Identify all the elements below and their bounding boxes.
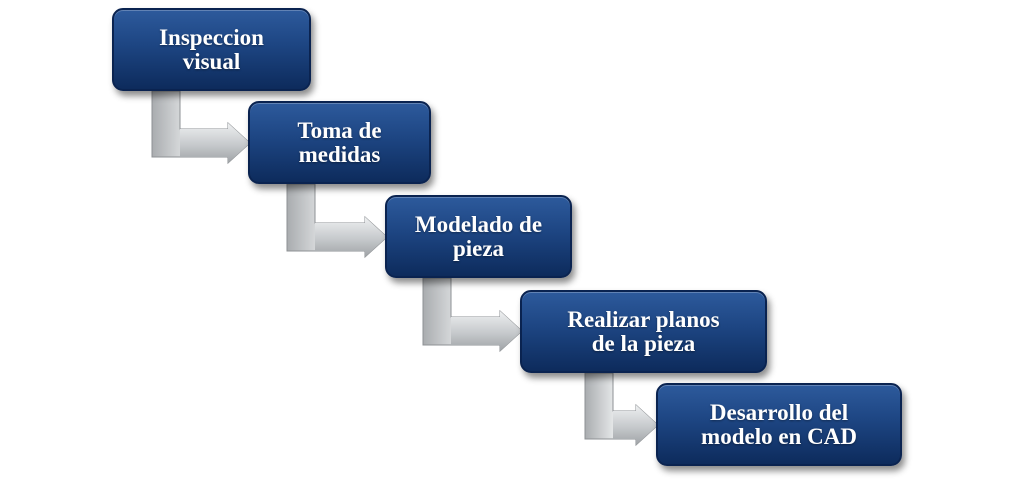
step-label: Inspeccion visual	[159, 24, 264, 74]
step-toma-de-medidas: Toma de medidas	[248, 101, 431, 184]
connector-arrow-arm-3	[451, 311, 522, 351]
connector-arrow-arm-2	[315, 217, 387, 257]
step-modelado-de-pieza: Modelado de pieza	[385, 195, 572, 278]
connector-arrow-arm-1	[180, 123, 250, 163]
step-label: Modelado de pieza	[414, 211, 543, 261]
step-label: Toma de medidas	[297, 117, 382, 167]
step-label: Realizar planos de la pieza	[567, 306, 720, 356]
connector-arrow-arm-4	[613, 405, 658, 445]
step-inspeccion-visual: Inspeccion visual	[112, 8, 311, 91]
step-realizar-planos: Realizar planos de la pieza	[520, 290, 767, 373]
step-label: Desarrollo del modelo en CAD	[701, 399, 857, 449]
step-desarrollo-cad: Desarrollo del modelo en CAD	[656, 383, 902, 466]
